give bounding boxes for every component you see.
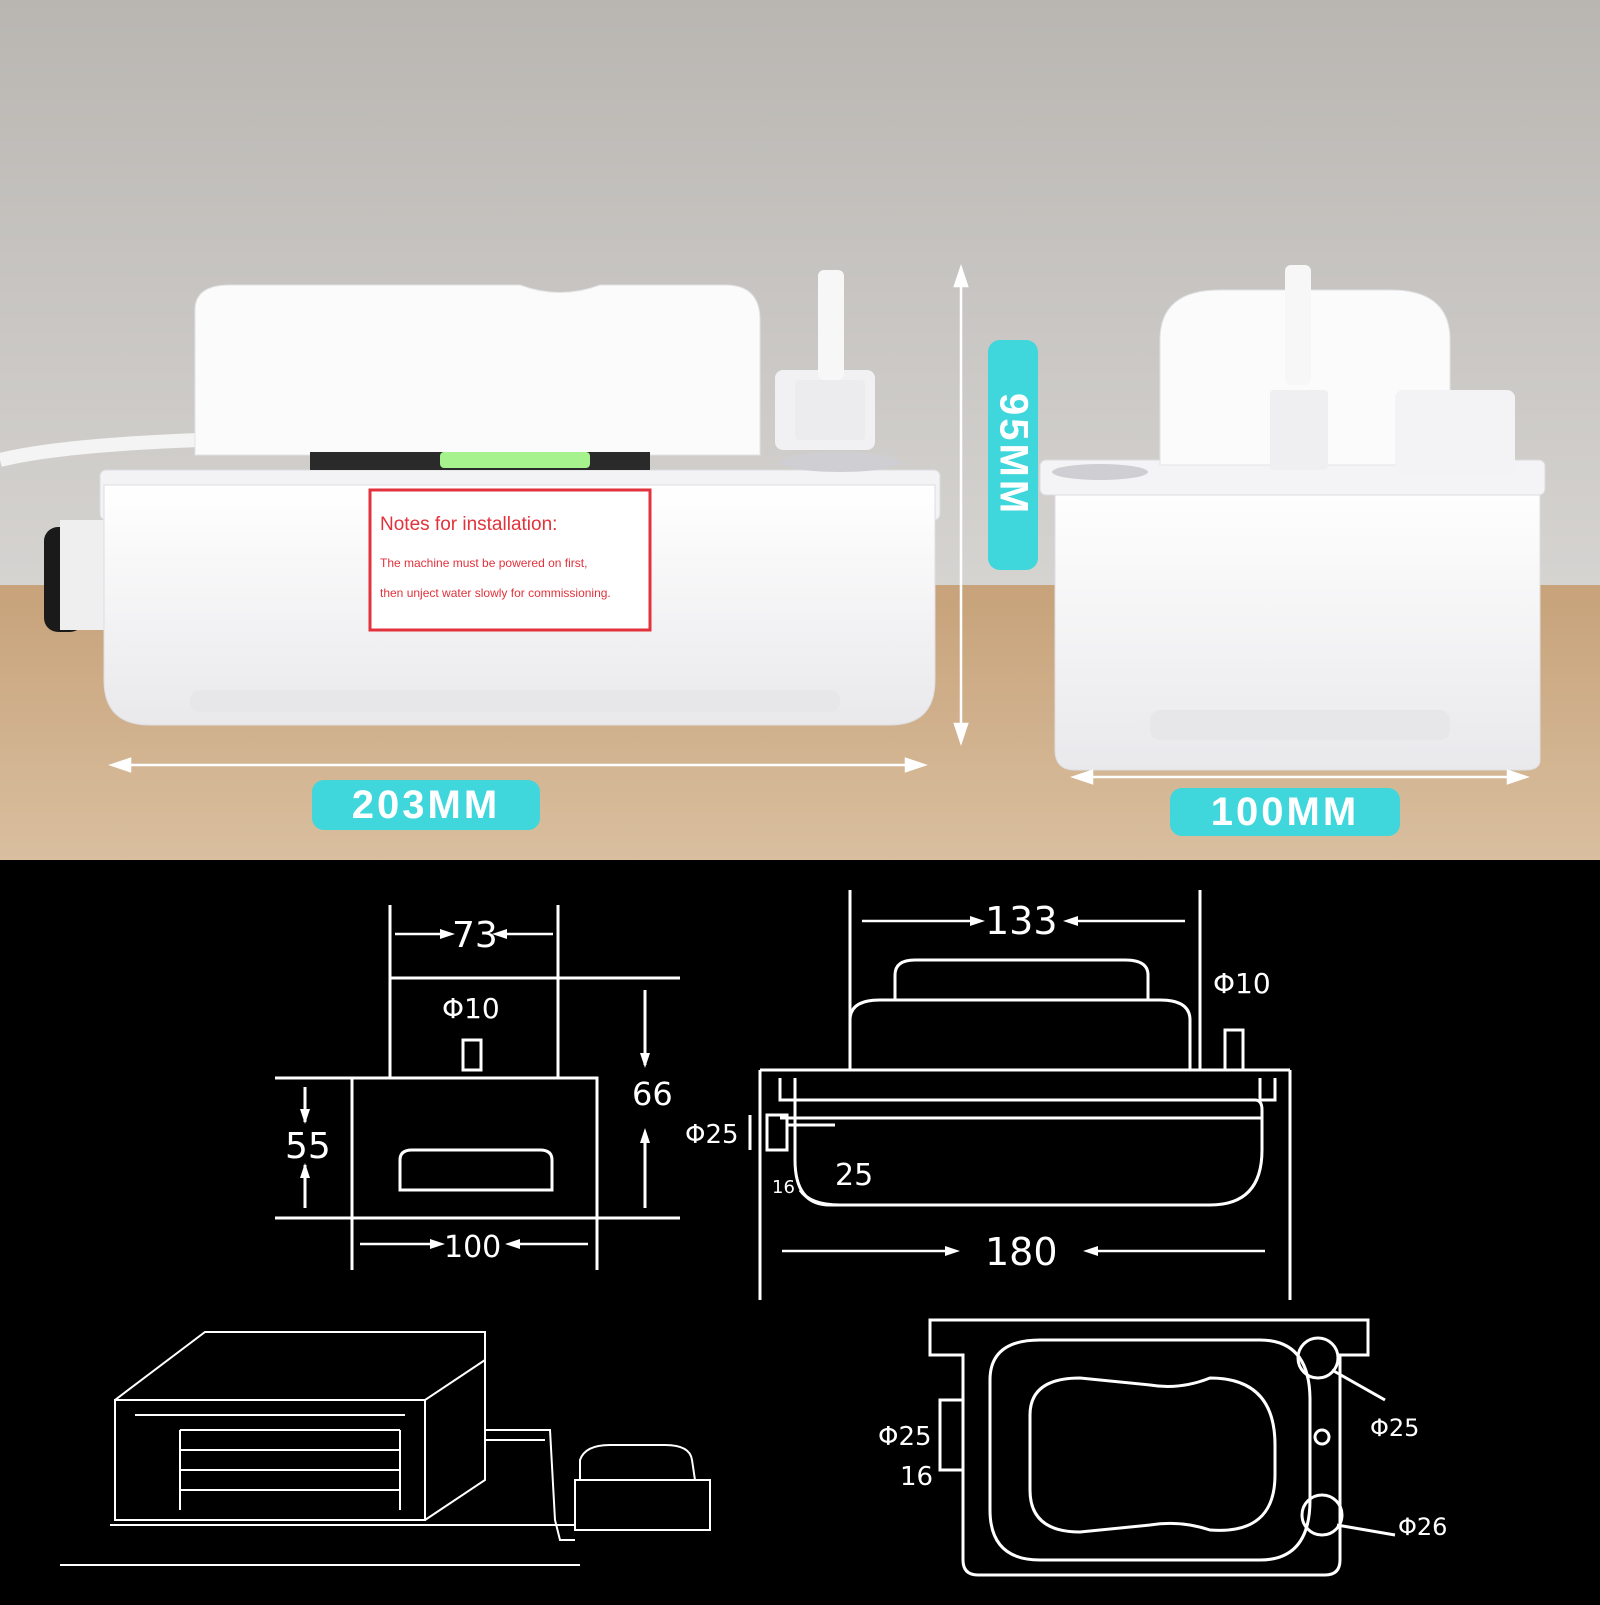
dimension-lines-photo — [108, 264, 1530, 785]
dim-top-phi25-right: Φ25 — [1370, 1414, 1419, 1442]
pump-left — [0, 270, 941, 726]
top-view — [928, 1318, 1396, 1577]
height-badge: 95MM — [988, 340, 1038, 570]
label-line-2: then unject water slowly for commissioni… — [380, 586, 611, 600]
drawing-dim-lines — [360, 919, 1265, 1253]
dim-55: 55 — [285, 1126, 331, 1167]
product-photo-svg — [0, 0, 1600, 860]
installation-label: Notes for installation: The machine must… — [372, 492, 648, 628]
dim-side-phi25: Φ25 — [685, 1120, 739, 1150]
product-photo: Notes for installation: The machine must… — [0, 0, 1600, 860]
dim-180: 180 — [985, 1230, 1058, 1274]
drawing-lines — [60, 890, 1396, 1577]
dim-front-phi10: Φ10 — [442, 992, 500, 1025]
side-view — [748, 890, 1292, 1300]
label-line-1: The machine must be powered on first, — [380, 556, 588, 570]
dim-top-phi25-left: Φ25 — [878, 1422, 932, 1452]
dim-side-phi10: Φ10 — [1213, 967, 1271, 1000]
label-title: Notes for installation: — [380, 514, 558, 535]
dim-top-phi26: Φ26 — [1398, 1513, 1447, 1541]
front-view — [275, 905, 680, 1270]
dim-100: 100 — [444, 1230, 501, 1265]
dim-133: 133 — [985, 899, 1058, 943]
dim-side-25: 25 — [835, 1158, 873, 1193]
dim-top-16: 16 — [900, 1462, 933, 1492]
width-badge: 203MM — [312, 780, 540, 830]
isometric-installation — [60, 1331, 711, 1566]
dim-66: 66 — [632, 1075, 673, 1113]
dim-73: 73 — [452, 915, 498, 956]
technical-drawing: 73 Φ10 66 55 100 133 Φ10 Φ25 25 16 180 Φ… — [0, 860, 1600, 1600]
dim-side-16: 16 — [772, 1177, 795, 1198]
pump-right — [1038, 265, 1546, 771]
drawing-arrowheads — [300, 916, 1098, 1256]
technical-drawing-svg: 73 Φ10 66 55 100 133 Φ10 Φ25 25 16 180 Φ… — [60, 890, 1447, 1577]
depth-badge: 100MM — [1170, 788, 1400, 836]
